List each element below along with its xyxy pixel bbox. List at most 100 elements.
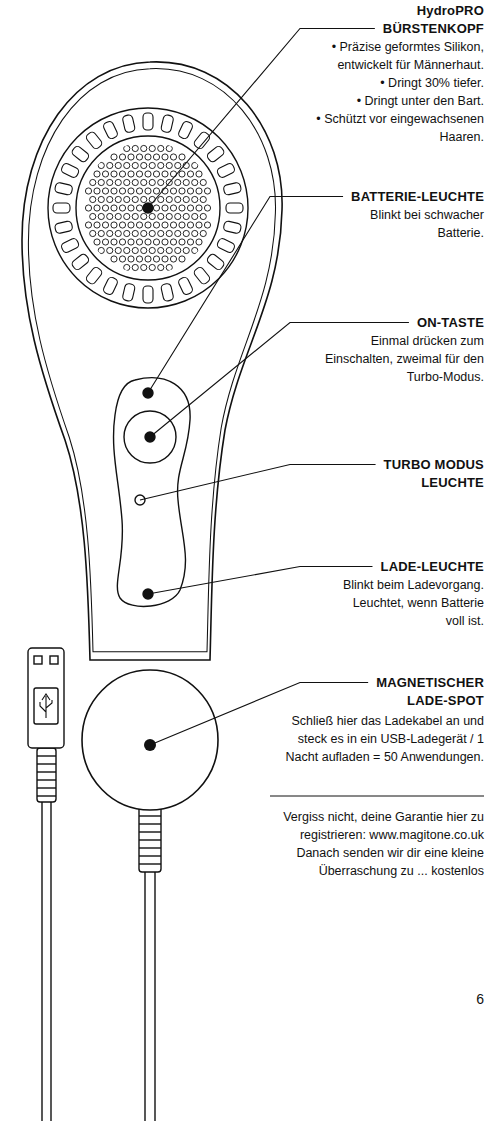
- brush-head: [132, 213, 138, 219]
- brush-head: [128, 239, 134, 245]
- brush-head: [187, 188, 193, 194]
- brush-head: [132, 162, 138, 168]
- charging-cable: [139, 839, 161, 840]
- brush-head: [107, 247, 113, 253]
- brush-head: [158, 179, 164, 185]
- usb-cable: [37, 763, 56, 764]
- leader-line: [148, 197, 343, 394]
- brush-head: [153, 188, 159, 194]
- brush-head: [175, 230, 181, 236]
- brush-head: [111, 154, 117, 160]
- brush-head: [85, 188, 91, 194]
- brush-head: [132, 179, 138, 185]
- brush-head: [170, 188, 176, 194]
- brush-head: [166, 162, 172, 168]
- brush-head: [136, 188, 142, 194]
- brush-head: [119, 239, 125, 245]
- brush-head: [179, 171, 185, 177]
- brush-head: [136, 171, 142, 177]
- usb-cable: [37, 795, 56, 796]
- brush-head: [158, 145, 164, 151]
- feature-text: • Dringt 30% tiefer.: [284, 74, 484, 92]
- brush-head: [196, 171, 202, 177]
- brush-head: [94, 205, 100, 211]
- brush-head: [107, 162, 113, 168]
- brush-head: [166, 196, 172, 202]
- brush-head: [166, 247, 172, 253]
- brush-head: [200, 213, 206, 219]
- charging-cable: [154, 870, 155, 1121]
- brush-head: [196, 239, 202, 245]
- brush-head: [102, 222, 108, 228]
- brush-head: [145, 256, 151, 262]
- brush-head: [153, 239, 159, 245]
- brush-head: [143, 113, 153, 130]
- page-number: 6: [444, 990, 484, 1008]
- brush-head: [128, 171, 134, 177]
- brush-head: [115, 196, 121, 202]
- brush-head: [124, 179, 130, 185]
- brush-head: [183, 230, 189, 236]
- brush-head: [136, 205, 142, 211]
- brush-head: [111, 205, 117, 211]
- brush-head: [166, 213, 172, 219]
- brush-head: [124, 213, 130, 219]
- charging-cable: [139, 823, 161, 824]
- feature-text: • Präzise geformtes Silikon, entwickelt …: [284, 38, 484, 74]
- brush-head: [98, 179, 104, 185]
- part-name: MAGNETISCHER LADE-SPOT: [364, 674, 484, 710]
- brush-head: [145, 154, 151, 160]
- brush-head: [187, 171, 193, 177]
- brush-head: [175, 162, 181, 168]
- brush-head: [149, 145, 155, 151]
- leader-line: [150, 323, 409, 438]
- brush-head: [94, 188, 100, 194]
- brush-head: [107, 230, 113, 236]
- brush-head: [196, 188, 202, 194]
- brush-head: [85, 131, 103, 151]
- brush-head: [177, 120, 193, 140]
- brush-head: [183, 213, 189, 219]
- brush-head: [192, 179, 198, 185]
- usb-cable: [37, 787, 56, 788]
- charging-cable: [144, 870, 145, 1121]
- brush-head: [98, 230, 104, 236]
- brush-head: [149, 179, 155, 185]
- brush-head: [149, 264, 155, 270]
- brush-head: [145, 239, 151, 245]
- brush-head: [124, 196, 130, 202]
- description-text: Blinkt bei schwacher Batterie.: [334, 206, 484, 242]
- brush-head: [183, 196, 189, 202]
- brush-head: [179, 205, 185, 211]
- brush-head: [158, 247, 164, 253]
- brush-head: [192, 213, 198, 219]
- brush-head: [102, 171, 108, 177]
- brush-head: [115, 213, 121, 219]
- brush-head: [124, 162, 130, 168]
- brush-head: [187, 222, 193, 228]
- brush-head: [141, 264, 147, 270]
- brush-head: [162, 256, 168, 262]
- separator-line: [270, 796, 484, 797]
- brush-head: [187, 239, 193, 245]
- part-name: HydroPRO BÜRSTENKOPF: [374, 2, 484, 38]
- usb-cable: [37, 771, 56, 772]
- brush-head: [136, 222, 142, 228]
- brush-head: [128, 205, 134, 211]
- brush-head: [115, 179, 121, 185]
- brush-head: [162, 239, 168, 245]
- brush-head: [119, 171, 125, 177]
- usb-cable: [34, 656, 42, 664]
- brush-head: [153, 171, 159, 177]
- usb-cable: [37, 755, 56, 756]
- brush-head: [179, 222, 185, 228]
- brush-head: [196, 222, 202, 228]
- part-name: TURBO MODUS LEUCHTE: [364, 456, 484, 492]
- brush-head: [102, 205, 108, 211]
- brush-head: [141, 213, 147, 219]
- brush-head: [119, 222, 125, 228]
- brush-head: [53, 203, 70, 213]
- brush-head: [132, 230, 138, 236]
- brush-head: [145, 171, 151, 177]
- brush-head: [200, 230, 206, 236]
